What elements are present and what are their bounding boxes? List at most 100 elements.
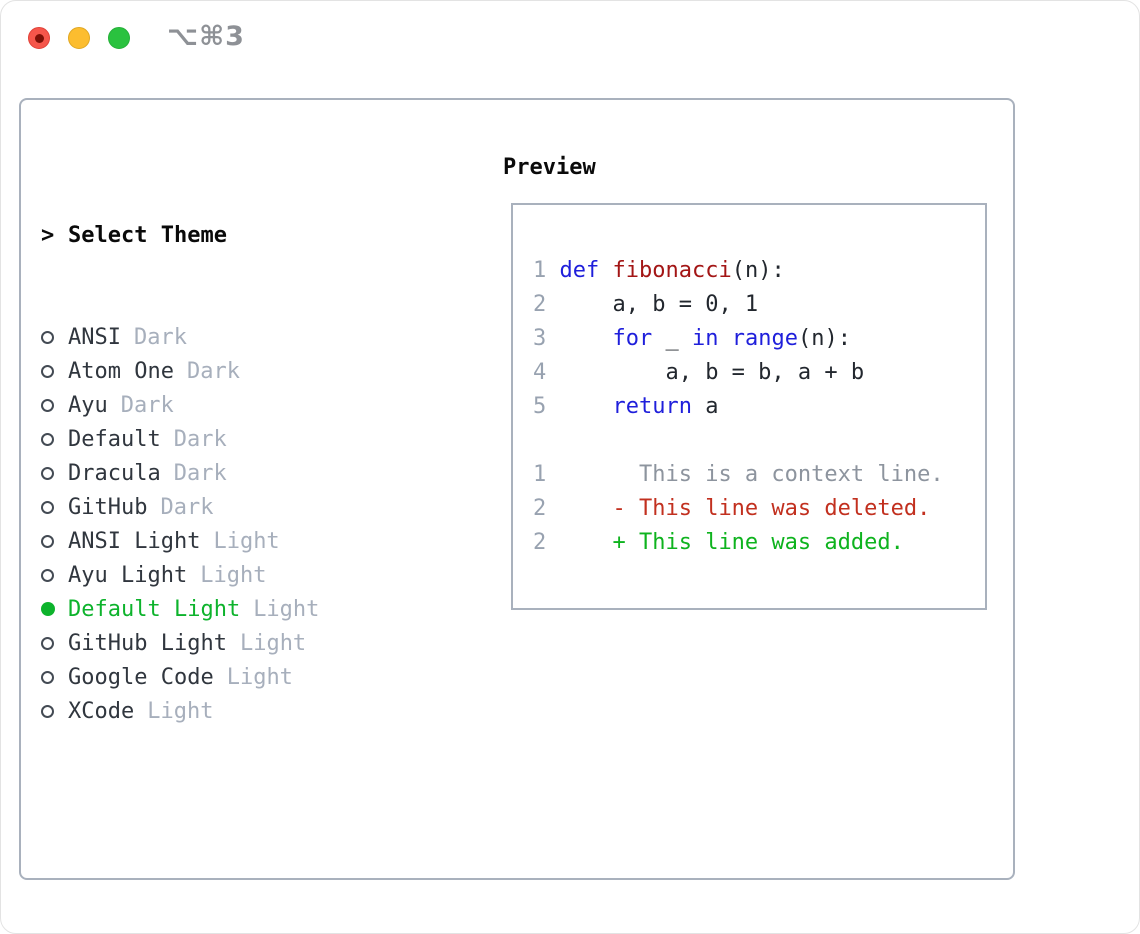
radio-icon bbox=[41, 331, 54, 344]
line-number: 2 bbox=[533, 292, 560, 317]
theme-option-atom-one[interactable]: Atom One Dark bbox=[41, 355, 412, 389]
code-segment bbox=[560, 394, 613, 419]
code-line: 3 for _ in range(n): bbox=[533, 322, 985, 356]
caret-icon: > bbox=[41, 223, 55, 248]
theme-variant-badge: Dark bbox=[120, 393, 174, 418]
code-segment: a, b = b, a + b bbox=[559, 360, 865, 385]
theme-variant-badge: Dark bbox=[160, 495, 214, 520]
theme-variant-badge: Dark bbox=[173, 461, 227, 486]
theme-variant-badge: Light bbox=[253, 597, 320, 622]
code-segment: fibonacci bbox=[612, 258, 732, 283]
code-line: 4 a, b = b, a + b bbox=[533, 356, 985, 390]
line-number: 2 bbox=[533, 530, 560, 555]
select-theme-heading: > Select Theme bbox=[41, 219, 412, 253]
code-segment bbox=[599, 258, 612, 283]
theme-option-default-light[interactable]: Default Light Light bbox=[41, 593, 412, 627]
code-segment: def bbox=[559, 258, 600, 283]
theme-name: GitHub bbox=[68, 495, 148, 520]
theme-variant-badge: Dark bbox=[133, 325, 187, 350]
theme-option-default[interactable]: Default Dark bbox=[41, 423, 412, 457]
minimize-button[interactable] bbox=[68, 27, 90, 49]
theme-option-ayu-light[interactable]: Ayu Light Light bbox=[41, 559, 412, 593]
code-segment: This is a context line. bbox=[559, 462, 944, 487]
theme-variant-badge: Light bbox=[239, 631, 307, 656]
code-line: 2 a, b = 0, 1 bbox=[533, 288, 985, 322]
theme-name: Google Code bbox=[68, 665, 214, 690]
zoom-button[interactable] bbox=[108, 27, 130, 49]
code-line: 2 - This line was deleted. bbox=[533, 492, 985, 526]
line-number: 1 bbox=[533, 462, 560, 487]
radio-icon bbox=[41, 569, 54, 582]
theme-name: XCode bbox=[68, 699, 135, 724]
theme-variant-badge: Light bbox=[213, 529, 280, 554]
code-line: 1 This is a context line. bbox=[533, 458, 985, 492]
theme-option-ayu[interactable]: Ayu Dark bbox=[41, 389, 412, 423]
theme-name: Dracula bbox=[68, 461, 161, 486]
theme-name: ANSI Light bbox=[68, 529, 201, 554]
code-segment: in bbox=[691, 326, 719, 351]
radio-icon bbox=[41, 365, 54, 378]
preview-heading-label: Preview bbox=[503, 155, 596, 180]
code-segment: + This line was added. bbox=[559, 530, 904, 555]
code-segment: a bbox=[691, 394, 719, 419]
code-segment: return bbox=[612, 394, 692, 419]
theme-variant-badge: Light bbox=[200, 563, 267, 588]
line-number: 3 bbox=[533, 326, 560, 351]
unsaved-dot-icon bbox=[34, 33, 44, 43]
theme-name: Ayu Light bbox=[68, 563, 188, 588]
code-segment: for bbox=[612, 326, 653, 351]
radio-icon bbox=[41, 637, 54, 650]
theme-option-xcode[interactable]: XCode Light bbox=[41, 695, 412, 729]
radio-icon bbox=[41, 671, 54, 684]
close-button[interactable] bbox=[28, 27, 50, 49]
window-shortcut-label: ⌥⌘3 bbox=[167, 21, 245, 52]
theme-name: Ayu bbox=[68, 393, 108, 418]
code-segment: range bbox=[731, 326, 798, 351]
code-line: 1 def fibonacci(n): bbox=[533, 254, 985, 288]
radio-selected-icon bbox=[41, 602, 55, 616]
theme-option-dracula[interactable]: Dracula Dark bbox=[41, 457, 412, 491]
radio-icon bbox=[41, 501, 54, 514]
code-segment bbox=[718, 326, 731, 351]
theme-name: Default bbox=[68, 427, 161, 452]
code-segment: _ bbox=[652, 326, 692, 351]
theme-option-github-light[interactable]: GitHub Light Light bbox=[41, 627, 412, 661]
theme-name: Default Light bbox=[68, 597, 241, 622]
theme-variant-badge: Light bbox=[147, 699, 214, 724]
line-number: 2 bbox=[533, 496, 560, 521]
code-segment: a, b = 0, 1 bbox=[559, 292, 759, 317]
radio-icon bbox=[41, 467, 54, 480]
theme-option-google-code[interactable]: Google Code Light bbox=[41, 661, 412, 695]
code-segment: (n): bbox=[797, 326, 851, 351]
theme-option-ansi[interactable]: ANSI Dark bbox=[41, 321, 412, 355]
code-segment bbox=[560, 326, 613, 351]
radio-icon bbox=[41, 535, 54, 548]
select-theme-heading-label: Select Theme bbox=[68, 223, 227, 248]
theme-variant-badge: Dark bbox=[173, 427, 227, 452]
radio-icon bbox=[41, 433, 54, 446]
theme-name: Atom One bbox=[68, 359, 174, 384]
line-number: 1 bbox=[533, 258, 560, 283]
radio-icon bbox=[41, 705, 54, 718]
code-line: 2 + This line was added. bbox=[533, 526, 985, 560]
code-segment: - This line was deleted. bbox=[559, 496, 931, 521]
line-number: 4 bbox=[533, 360, 560, 385]
line-number: 5 bbox=[533, 394, 560, 419]
code-segment: (n): bbox=[731, 258, 785, 283]
code-line: 5 return a bbox=[533, 390, 985, 424]
theme-name: ANSI bbox=[68, 325, 121, 350]
radio-icon bbox=[41, 399, 54, 412]
title-bar: ⌥⌘3 bbox=[1, 1, 1139, 81]
theme-name: GitHub Light bbox=[68, 631, 227, 656]
code-line bbox=[533, 424, 985, 458]
theme-option-github[interactable]: GitHub Dark bbox=[41, 491, 412, 525]
theme-option-ansi-light[interactable]: ANSI Light Light bbox=[41, 525, 412, 559]
theme-variant-badge: Light bbox=[226, 665, 293, 690]
theme-variant-badge: Dark bbox=[186, 359, 240, 384]
